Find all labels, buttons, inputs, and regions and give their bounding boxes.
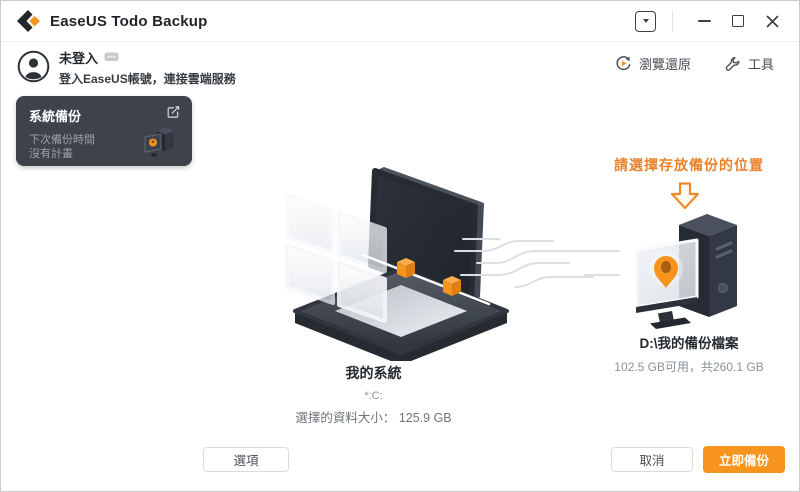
minimize-icon [697,20,711,22]
caret-down-icon [642,19,649,23]
nav-tools[interactable]: 工具 [725,54,774,73]
next-backup-value: 沒有計畫 [29,148,73,160]
card-title: 系統備份 [29,109,82,124]
maximize-button[interactable] [721,1,755,41]
source-system-illustration [285,167,509,361]
nav-browse-restore[interactable]: 瀏覽還原 [615,54,691,73]
login-area[interactable]: 未登入 登入EaseUS帳號，連接雲端服務 [59,48,236,87]
nav-tools-label: 工具 [748,57,775,72]
window-controls [635,1,789,41]
tools-wrench-icon [725,56,740,71]
options-button[interactable]: 選項 [203,447,289,472]
controls-divider [672,11,673,31]
minimize-button[interactable] [687,1,721,41]
source-size: 選擇的資料大小： 125.9 GB [295,411,452,425]
login-status: 未登入 [59,51,99,66]
browse-restore-icon [616,56,631,71]
cancel-button[interactable]: 取消 [611,447,693,472]
system-backup-card[interactable]: 系統備份 下次備份時間 沒有計畫 [16,96,192,166]
nav-browse-restore-label: 瀏覽還原 [639,57,692,72]
source-drive: *:C: [364,390,383,402]
mini-device-icon [144,127,174,157]
source-title: 我的系統 [345,365,402,381]
edit-icon[interactable] [166,105,181,120]
destination-hint: 請選擇存放備份的位置 [614,157,764,173]
login-subtitle: 登入EaseUS帳號，連接雲端服務 [59,72,236,86]
maximize-icon [732,15,744,27]
destination-path: D:\我的備份檔案 [639,336,739,351]
close-icon [766,15,778,27]
destination-computer-illustration[interactable] [623,207,755,331]
menu-dropdown-button[interactable] [635,10,656,32]
speech-bubble-icon [104,52,119,61]
destination-select-area[interactable]: D:\我的備份檔案 102.5 GB可用，共260.1 GB [591,332,787,375]
destination-space: 102.5 GB可用，共260.1 GB [614,360,764,374]
source-select-area[interactable]: 我的系統 *:C: 選擇的資料大小： 125.9 GB [271,363,476,426]
backup-now-button[interactable]: 立即備份 [703,446,785,473]
title-bar: EaseUS Todo Backup [1,1,799,42]
app-title: EaseUS Todo Backup [50,12,208,30]
next-backup-label: 下次備份時間 [29,134,95,146]
speed-lines-decoration [454,238,620,288]
close-button[interactable] [755,1,789,41]
app-logo-icon [17,9,40,32]
user-avatar-icon[interactable] [17,50,50,83]
arrow-down-icon [670,182,700,210]
